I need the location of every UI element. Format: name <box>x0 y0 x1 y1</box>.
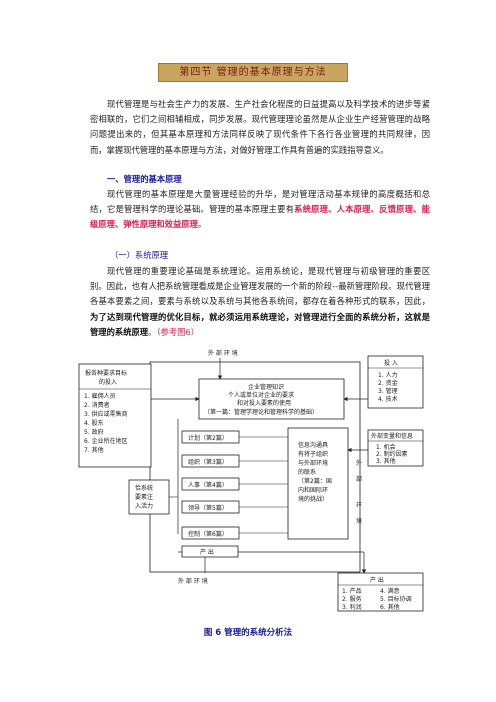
info-line-7: 境的挑战） <box>298 495 328 503</box>
intro-text: 现代管理是与社会生产力的发展、生产社会化程度的日益提高以及科学技术的进步等紧密相… <box>90 99 430 155</box>
info-line-1: 信息沟通具 <box>298 441 328 449</box>
info-line-4: 的联系 <box>298 468 316 476</box>
input-item-2: 2. 资金 <box>378 379 398 387</box>
output-small-box <box>181 545 239 558</box>
function-plan: 计划（第2篇） <box>188 434 228 442</box>
output-box <box>337 572 424 612</box>
heading1-text: 一、管理的基本原理 <box>107 174 182 184</box>
demands-input-box <box>78 363 152 468</box>
system-paragraph: 现代管理的重要理论基础是系统理论。运用系统论，是现代管理与初级管理的重要区别。因… <box>90 264 430 340</box>
function-control: 控制（第6篇） <box>188 530 228 538</box>
input-box <box>367 355 424 409</box>
center-line-1: 企业管理知识 <box>248 383 284 391</box>
info-line-5: （第2篇：国 <box>298 477 332 485</box>
energize-line-3: 入活力 <box>135 502 153 510</box>
right-mid-item-2: 2. 制约因素 <box>376 450 408 458</box>
external-variables-box <box>367 429 424 467</box>
heading2-text: （一）系统原理 <box>110 250 169 260</box>
left-item-6: 6. 企业所在地区 <box>84 437 128 445</box>
input-item-4: 4. 技术 <box>378 395 398 403</box>
function-organize: 组织（第3篇） <box>188 458 228 466</box>
left-box-title-1: 报各种要求目标 <box>85 369 127 377</box>
para2-lead: 现代管理的基本原理是大量管理经验的升华，是对管理活动基本规律的高度概括和总结，它… <box>90 189 430 215</box>
output-item-6: 6. 其他 <box>380 603 400 611</box>
function-lead: 领导（第5篇） <box>188 504 228 512</box>
para3-note: （参考图6） <box>156 326 200 337</box>
external-env-top: 外 部 环 境 <box>208 349 238 357</box>
center-line-2: 个人或单位对企业的要求 <box>228 391 294 399</box>
principles-paragraph: 现代管理的基本原理是大量管理经验的升华，是对管理活动基本规律的高度概括和总结，它… <box>90 187 430 233</box>
info-line-2: 有将子组织 <box>298 450 328 458</box>
left-item-4: 4. 股东 <box>84 419 104 427</box>
intro-paragraph: 现代管理是与社会生产力的发展、生产社会化程度的日益提高以及科学技术的进步等紧密相… <box>90 97 430 158</box>
right-mid-item-1: 1. 机会 <box>376 443 396 451</box>
section-title: 第四节 管理的基本原理与方法 <box>179 67 327 78</box>
input-item-3: 3. 管理 <box>378 387 398 395</box>
energize-box <box>128 479 170 515</box>
output-small-label: 产 出 <box>200 548 214 556</box>
function-staffing: 人事（第4篇） <box>188 481 228 489</box>
energize-line-2: 要素注 <box>135 493 153 501</box>
external-env-right-1: 外 <box>356 459 362 467</box>
output-box-title: 产 出 <box>370 576 384 584</box>
para3-bold: 为了达到现代管理的优化目标，就必须运用系统理论，对管理进行全面的系统分析，这就是… <box>90 311 430 337</box>
left-item-3: 3. 供应或零售商 <box>84 410 128 418</box>
external-env-right-2: 部 <box>356 475 362 483</box>
heading-system-principle: （一）系统原理 <box>110 248 450 263</box>
para2-end: 。 <box>197 219 207 230</box>
right-mid-title: 外部变量和信息 <box>371 432 413 440</box>
output-item-5: 5. 目标协调 <box>380 595 412 603</box>
center-line-3: 和对投入要素的使用 <box>237 399 291 407</box>
communication-box <box>287 427 349 540</box>
left-box-title-2: 的投入 <box>99 378 117 386</box>
figure-caption: 图 6 管理的系统分析法 <box>203 628 293 638</box>
para3-end: 。 <box>148 326 157 337</box>
output-item-3: 3. 利润 <box>342 603 362 611</box>
right-mid-item-3: 3. 其他 <box>376 457 396 465</box>
output-item-4: 4. 满意 <box>380 587 400 595</box>
energize-line-1: 恰系统 <box>135 484 153 492</box>
external-env-right-4: 境 <box>356 517 362 525</box>
heading-basic-principles: 一、管理的基本原理 <box>107 172 447 187</box>
info-line-6: 内和国际环 <box>298 486 328 494</box>
center-line-4: （第一篇：管理学理论和管理科学的基础） <box>204 408 318 416</box>
output-item-2: 2. 服务 <box>342 595 362 603</box>
info-line-3: 与外部环境 <box>298 459 328 467</box>
left-item-1: 1. 雇佣人员 <box>84 392 116 400</box>
left-item-7: 7. 其他 <box>84 446 104 454</box>
external-env-right-3: 环 <box>356 502 362 509</box>
input-item-1: 1. 人力 <box>378 371 398 379</box>
left-item-2: 2. 消费者 <box>84 401 110 409</box>
output-item-1: 1. 产品 <box>342 587 362 595</box>
left-item-5: 5. 政府 <box>84 428 104 436</box>
section-title-banner: 第四节 管理的基本原理与方法 <box>158 63 348 82</box>
para2-red: 系统原理、人本原理、反馈原理、能级原理、弹性原理和效益原理 <box>90 204 430 230</box>
para3-lead: 现代管理的重要理论基础是系统理论。运用系统论，是现代管理与初级管理的重要区别。因… <box>90 266 430 307</box>
external-env-bottom: 外 部 环 境 <box>178 577 208 585</box>
input-box-title: 投 入 <box>384 359 398 367</box>
